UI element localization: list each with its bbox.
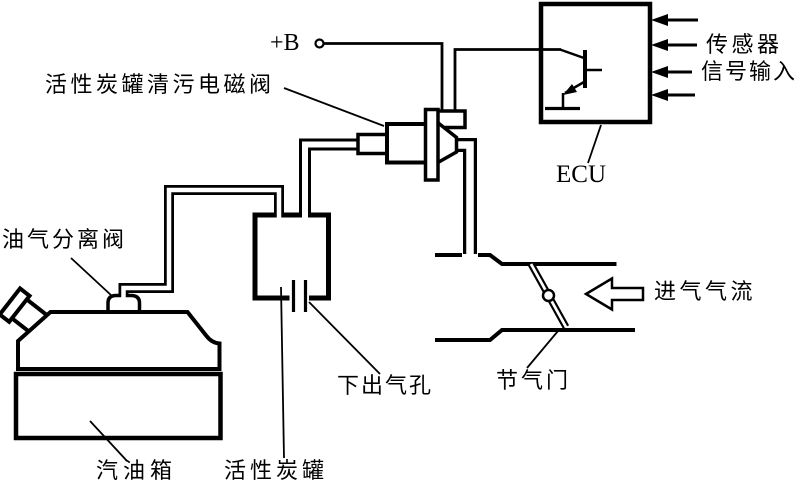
charcoal-canister [252,212,331,301]
ecu-box [538,1,653,125]
valve-inlet-port [356,132,389,156]
label-purge-solenoid: 活性炭罐清污电磁阀 [45,72,275,97]
label-ecu: ECU [556,161,606,188]
wiring [324,42,561,113]
power-terminal [314,38,325,49]
airflow-arrow-icon [583,276,645,312]
pointer-lines [70,87,602,462]
transistor-symbol [545,48,602,111]
label-intake-airflow: 进气气流 [654,279,757,304]
label-separator-valve: 油气分离阀 [2,227,128,252]
input-arrow-icon [651,89,695,101]
filler-cap [0,285,33,325]
purge-solenoid-valve [356,107,467,182]
pointer-lower-vent [308,301,381,375]
intake-passage [435,253,635,342]
input-arrow-icon [651,39,697,51]
throttle-plate [527,262,570,329]
valve-body [385,122,428,165]
vapor-pipes [118,138,477,301]
label-sensors: 传感器 [706,32,783,57]
label-lower-vent: 下出气孔 [337,373,434,398]
pointer-fuel-tank [89,420,128,462]
label-power-b: +B [270,30,300,56]
ecu-input-arrows [651,14,698,101]
lower-vent [289,280,309,312]
label-canister: 活性炭罐 [224,458,329,483]
input-arrow-icon [651,66,692,78]
valve-plunger-bar [423,107,440,182]
pointer-ecu [587,124,602,164]
power-wire [324,42,444,113]
pointer-purge-solenoid [283,87,385,127]
pointer-separator-valve [70,257,113,297]
label-throttle: 节气门 [496,368,572,393]
input-arrow-icon [651,14,698,26]
label-signal-input: 信号输入 [701,59,798,84]
pointer-throttle [526,330,559,369]
fuel-tank [13,310,223,441]
throttle-pivot [541,288,556,303]
control-wire [453,48,561,113]
pointer-canister [280,286,285,459]
label-fuel-tank: 汽油箱 [96,458,178,483]
